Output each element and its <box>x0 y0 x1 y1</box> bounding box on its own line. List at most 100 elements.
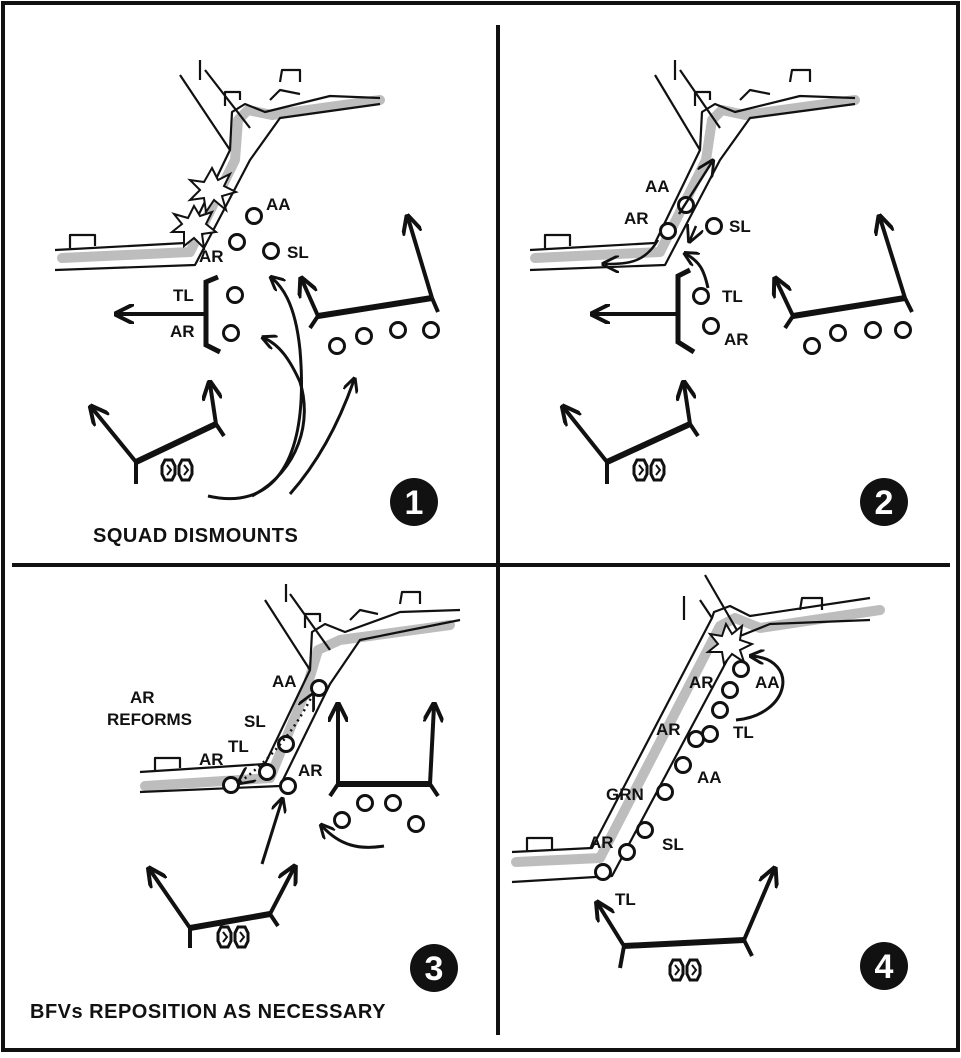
movement-arrows <box>207 278 354 501</box>
movement-arrow <box>735 656 785 722</box>
step-number: 3 <box>425 950 444 988</box>
soldier-ar <box>659 222 677 240</box>
soldier-sl <box>636 821 654 839</box>
label-ar: AR <box>689 673 714 692</box>
label-sl: SL <box>729 217 751 236</box>
label-tl: TL <box>228 737 249 756</box>
bfv-vehicles-icon <box>160 458 194 482</box>
soldier-tl <box>258 763 276 781</box>
label-ar: AR <box>199 750 224 769</box>
panel-caption: SQUAD DISMOUNTS <box>93 525 298 547</box>
bfv-vehicles-icon <box>216 925 250 949</box>
soldier-grn <box>656 783 674 801</box>
label-ar: AR <box>199 247 224 266</box>
explosion-icon <box>705 621 755 667</box>
building-outline <box>54 60 385 272</box>
fire-team-symbol <box>118 274 222 355</box>
soldier-markers <box>222 679 425 833</box>
panel-2: AA AR SL TL AR 2 <box>529 60 914 526</box>
soldier-tl <box>711 701 729 719</box>
step-number-badge <box>410 944 458 992</box>
step-number-badge <box>860 942 908 990</box>
label-ar: AR <box>170 322 195 341</box>
panel-4: AR AA AR TL AA GRN AR SL TL 4 <box>511 574 908 990</box>
soldier-markers <box>659 196 912 355</box>
step-number: 4 <box>875 948 894 986</box>
bfv-symbol <box>330 706 438 798</box>
squad-member <box>864 321 882 339</box>
label-aa: AA <box>266 195 291 214</box>
soldier-ar <box>222 776 240 794</box>
step-number-badge <box>390 478 438 526</box>
soldier-ar <box>228 233 246 251</box>
panel-3: AR REFORMS AA SL TL AR AR <box>30 584 461 1023</box>
reform-title: AR <box>130 688 155 707</box>
label-aa: AA <box>272 672 297 691</box>
fire-team-symbol <box>594 267 696 355</box>
squad-member <box>384 794 402 812</box>
panel-caption: BFVs REPOSITION AS NECESSARY <box>30 1001 386 1023</box>
soldier-ar <box>721 681 739 699</box>
label-ar: AR <box>624 209 649 228</box>
soldier-ar <box>222 324 240 342</box>
squad-member <box>803 337 821 355</box>
movement-arrows <box>260 800 385 865</box>
soldier-tl <box>692 287 710 305</box>
label-sl: SL <box>244 712 266 731</box>
bfv-vehicles-icon <box>668 958 702 982</box>
soldier-aa <box>732 660 750 678</box>
step-number-badge <box>860 478 908 526</box>
label-tl: TL <box>733 723 754 742</box>
label-ar: AR <box>298 761 323 780</box>
soldier-ar <box>618 843 636 861</box>
bfv-symbol <box>92 384 226 484</box>
step-number: 1 <box>405 484 424 522</box>
movement-arrows <box>605 162 712 289</box>
label-ar: AR <box>656 720 681 739</box>
squad-member <box>389 321 407 339</box>
soldier-markers <box>594 660 750 881</box>
label-ar: AR <box>724 330 749 349</box>
label-aa: AA <box>755 673 780 692</box>
building-outline <box>511 574 885 884</box>
soldier-sl <box>262 242 280 260</box>
soldier-aa <box>245 207 263 225</box>
label-tl: TL <box>615 890 636 909</box>
bfv-symbol <box>150 868 294 948</box>
soldier-sl <box>705 217 723 235</box>
soldier-ar <box>702 317 720 335</box>
squad-member <box>355 327 373 345</box>
explosion-icon <box>169 165 239 251</box>
soldier-ar <box>687 730 705 748</box>
squad-member <box>829 324 847 342</box>
label-aa: AA <box>645 177 670 196</box>
squad-member <box>328 337 346 355</box>
step-number: 2 <box>875 484 894 522</box>
soldier-tl <box>226 286 244 304</box>
label-aa: AA <box>697 768 722 787</box>
label-sl: SL <box>662 835 684 854</box>
squad-member <box>422 321 440 339</box>
soldier-aa <box>310 679 328 697</box>
panel-1: AA AR SL TL AR 1 SQUA <box>54 60 440 547</box>
soldier-tl <box>594 863 612 881</box>
building-outline <box>529 60 860 272</box>
bfv-symbol <box>598 870 774 969</box>
bfv-symbol <box>564 384 700 484</box>
label-tl: TL <box>722 287 743 306</box>
bfv-symbol <box>302 218 440 330</box>
squad-member <box>333 811 351 829</box>
soldier-ar <box>279 777 297 795</box>
bfv-vehicles-icon <box>632 458 666 482</box>
label-tl: TL <box>173 286 194 305</box>
bfv-symbol <box>776 218 914 330</box>
squad-member <box>407 815 425 833</box>
reform-title: REFORMS <box>107 710 192 729</box>
soldier-markers <box>222 207 440 355</box>
label-ar: AR <box>589 833 614 852</box>
squad-member <box>894 321 912 339</box>
label-sl: SL <box>287 243 309 262</box>
